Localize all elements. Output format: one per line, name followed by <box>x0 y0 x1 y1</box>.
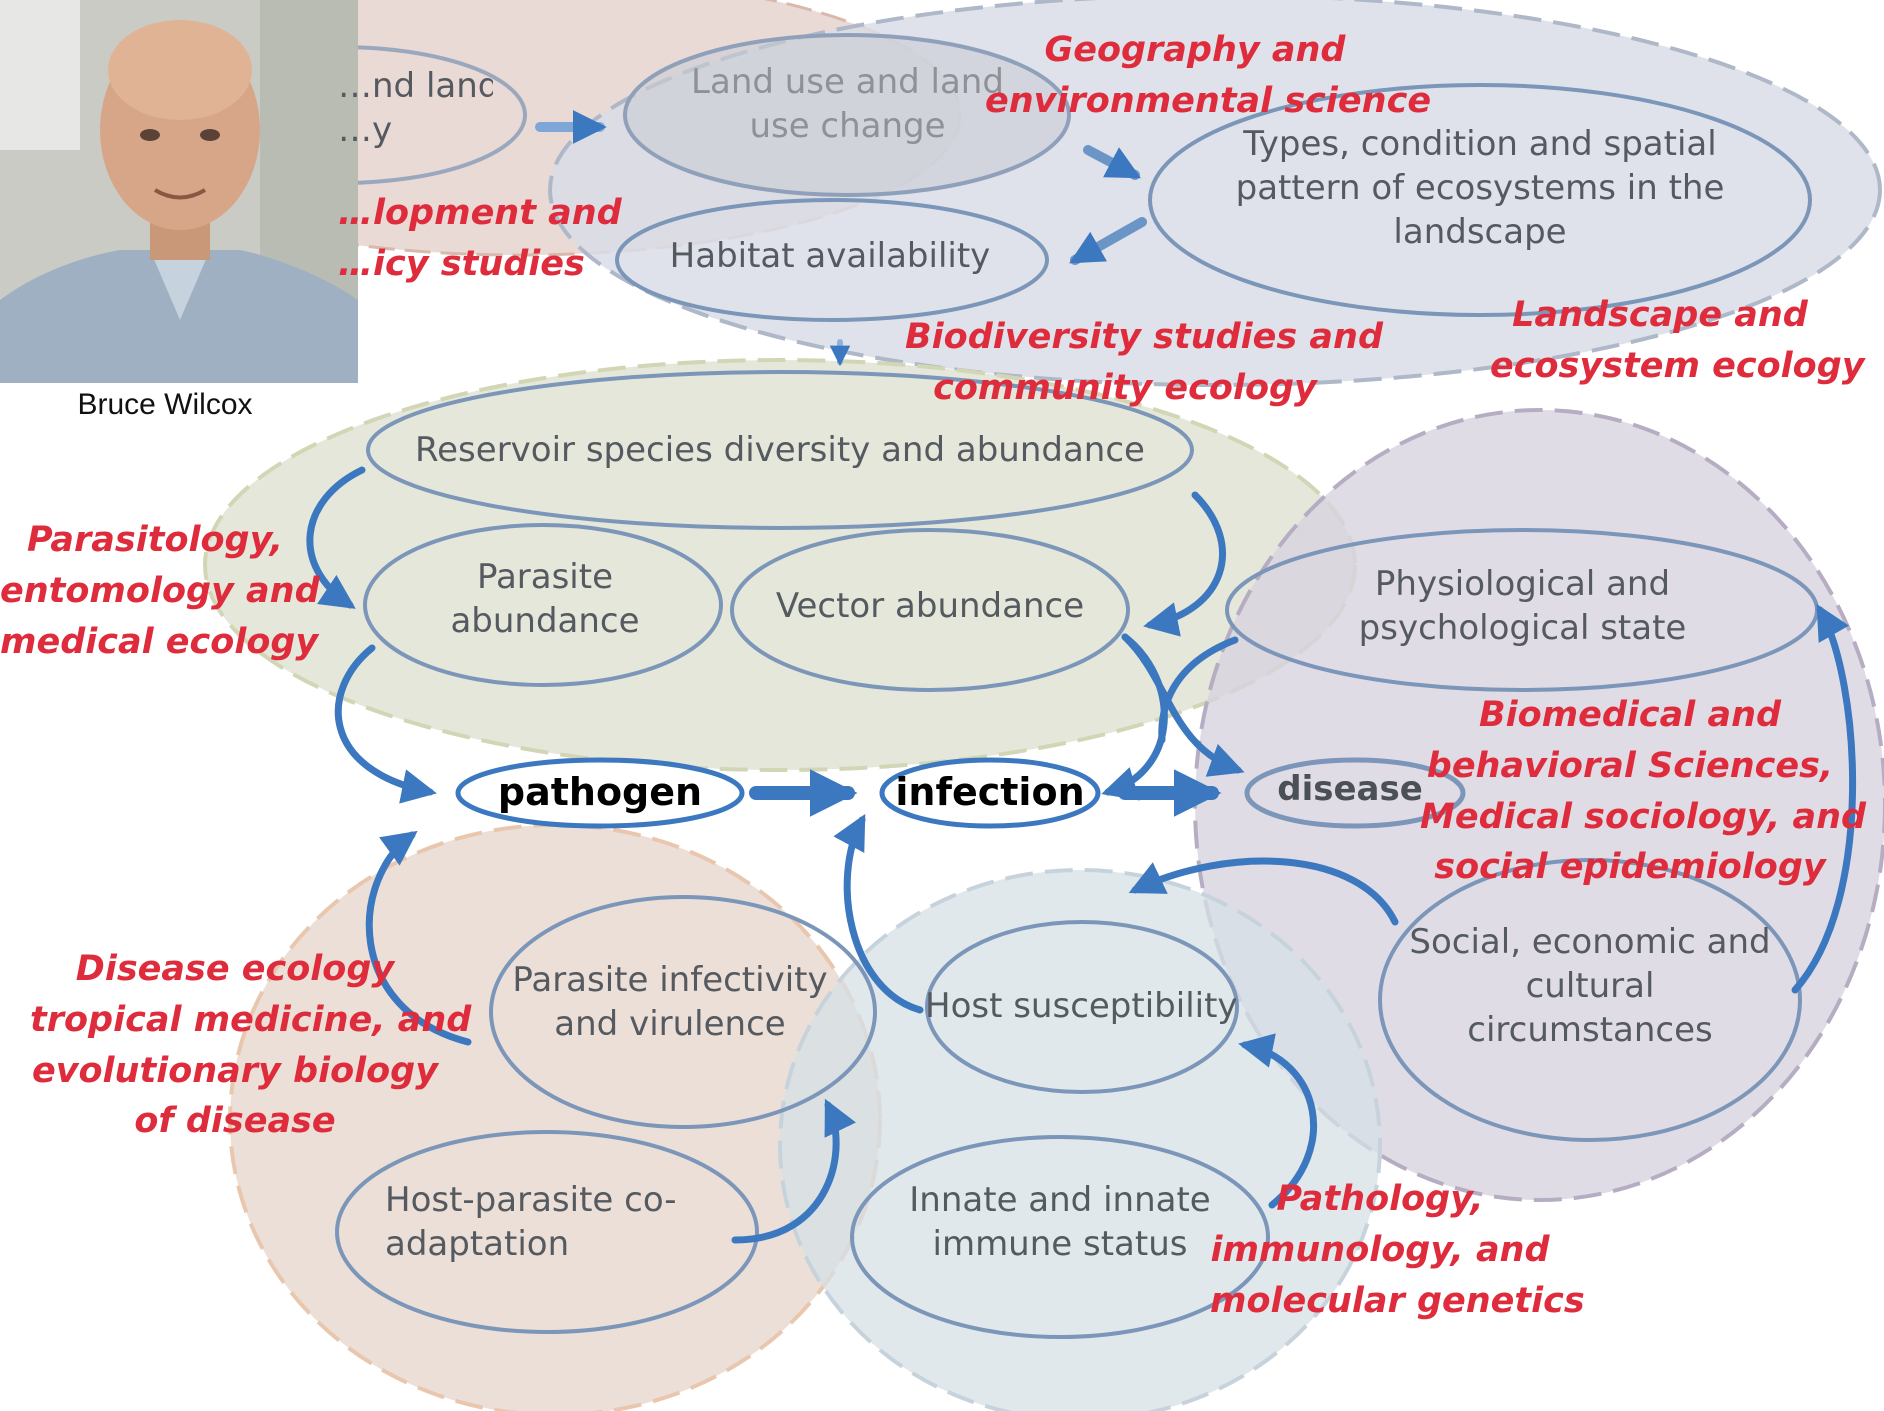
node-coadaptation <box>335 1130 759 1334</box>
label-pathogen: pathogen <box>497 770 703 814</box>
node-host-susceptibility <box>925 920 1239 1094</box>
node-habitat <box>615 198 1049 322</box>
label-habitat: Habitat availability <box>669 236 991 276</box>
label-coadaptation: Host-parasite co-adaptation <box>385 1180 677 1265</box>
node-infection <box>879 757 1101 829</box>
arrow-susceptibility-to-infection <box>833 813 924 1014</box>
label-infection: infection <box>895 770 1085 814</box>
label-land-use-history: …nd land…y <box>338 66 500 151</box>
arrow-parasite-to-pathogen <box>334 644 437 804</box>
node-immune <box>850 1135 1270 1339</box>
arrow-social-to-susceptibility <box>1128 857 1399 926</box>
photo-caption: Bruce Wilcox <box>77 388 253 421</box>
node-reservoir <box>366 370 1194 530</box>
arrow-ecosystems-to-habitat <box>1069 217 1147 265</box>
arrow-reservoir-to-parasite <box>306 466 366 609</box>
node-social <box>1378 858 1802 1142</box>
arrow-social-to-physiological <box>1791 603 1857 994</box>
zone-pathology <box>778 868 1382 1411</box>
arrow-coadaptation-to-infectivity <box>731 1098 856 1244</box>
portrait-photo <box>0 0 358 383</box>
node-ecosystems <box>1148 83 1812 317</box>
label-vector-abundance: Vector abundance <box>775 586 1085 626</box>
zone-community-ecology <box>203 358 1357 772</box>
node-parasite-abundance <box>363 523 723 687</box>
arrow-reservoir-to-vector <box>1143 491 1226 637</box>
arrow-infectivity-to-pathogen <box>365 830 472 1046</box>
label-reservoir: Reservoir species diversity and abundanc… <box>415 430 1145 470</box>
arrow-immune-to-susceptibility <box>1238 1033 1318 1209</box>
arrow-landuse-to-ecosystems <box>1083 145 1142 180</box>
label-disease: disease <box>1277 769 1423 809</box>
node-infectivity <box>489 895 877 1129</box>
discipline-development: …lopment and…icy studies <box>338 193 622 284</box>
node-pathogen <box>455 757 745 829</box>
node-land-use-change <box>623 33 1071 197</box>
label-host-susceptibility: Host susceptibility <box>925 986 1238 1026</box>
arrow-vector-to-disease <box>1121 633 1245 777</box>
node-vector-abundance <box>730 528 1130 692</box>
arrow-physiological-to-infection <box>1158 636 1239 744</box>
node-disease <box>1244 757 1466 829</box>
